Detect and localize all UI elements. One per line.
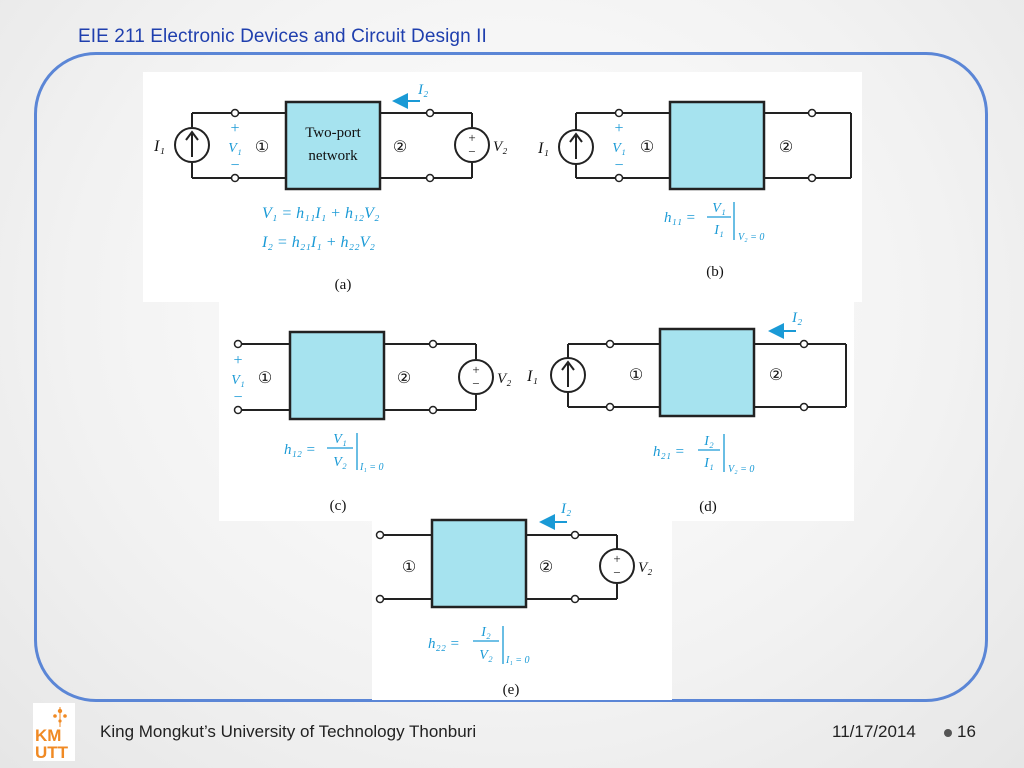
port2-a: ②	[393, 139, 407, 156]
two-port-box-d	[658, 327, 756, 418]
vsrc-plus-c: +	[472, 362, 479, 377]
vsrc-minus-a: −	[468, 144, 475, 159]
minus-a: −	[230, 157, 239, 174]
vsrc-minus-e: −	[613, 565, 620, 580]
h22-num: I₂	[480, 625, 491, 640]
footer-date: 11/17/2014	[832, 722, 916, 741]
h12-num: V₁	[333, 432, 346, 447]
vsrc-plus-a: +	[468, 130, 475, 145]
h21-num: I₂	[703, 434, 714, 449]
minus-c: −	[233, 389, 242, 406]
caption-a: (a)	[335, 277, 352, 293]
footer-institution: King Mongkut’s University of Technology …	[100, 722, 477, 741]
port2-b: ②	[779, 139, 793, 156]
vsrc-minus-c: −	[472, 376, 479, 391]
h11-cond: V₂ = 0	[738, 232, 764, 243]
label-V1-b: V₁	[612, 141, 625, 156]
port2-d: ②	[769, 367, 783, 384]
voltage-source-icon	[458, 359, 494, 395]
h11-den: I₁	[713, 223, 724, 238]
plus-c: +	[233, 352, 242, 369]
port1-a: ①	[255, 139, 269, 156]
label-I1-a: I₁	[153, 138, 165, 155]
h22-den: V₂	[479, 648, 493, 663]
slide-title: EIE 211 Electronic Devices and Circuit D…	[78, 26, 487, 47]
label-I1-d: I₁	[526, 368, 538, 385]
two-port-box-b	[668, 100, 766, 191]
caption-b: (b)	[706, 264, 724, 280]
minus-b: −	[614, 157, 623, 174]
label-I2-a: I₂	[417, 82, 428, 98]
university-logo: KM UTT	[33, 703, 75, 761]
plus-a: +	[230, 120, 239, 137]
port2-e: ②	[539, 559, 553, 576]
label-I2-e: I₂	[560, 501, 571, 517]
caption-c: (c)	[330, 498, 347, 514]
label-V2-a: V₂	[493, 139, 507, 155]
h11-num: V₁	[712, 201, 725, 216]
h22-lhs: h₂₂ =	[428, 636, 460, 652]
voltage-source-icon	[599, 548, 635, 584]
voltage-source-icon	[454, 127, 490, 163]
port1-c: ①	[258, 370, 272, 387]
h22-cond: I₁ = 0	[505, 655, 530, 666]
h12-lhs: h₁₂ =	[284, 442, 316, 458]
box-label-line2: network	[308, 148, 358, 164]
caption-d: (d)	[699, 499, 717, 515]
vsrc-plus-e: +	[613, 551, 620, 566]
port1-e: ①	[402, 559, 416, 576]
label-V1-c: V₁	[231, 373, 244, 388]
two-port-box-c	[288, 330, 386, 421]
two-port-box-a	[284, 100, 382, 191]
h21-lhs: h₂₁ =	[653, 444, 685, 460]
port1-b: ①	[640, 139, 654, 156]
h21-cond: V₂ = 0	[728, 464, 754, 475]
port1-d: ①	[629, 367, 643, 384]
plus-b: +	[614, 120, 623, 137]
h12-den: V₂	[333, 455, 347, 470]
logo-text-top: KM	[35, 726, 61, 745]
port2-c: ②	[397, 370, 411, 387]
logo-text-bottom: UTT	[35, 743, 69, 761]
caption-e: (e)	[503, 682, 520, 698]
equation-i2: I₂ = h₂₁I₁ + h₂₂V₂	[261, 234, 375, 251]
box-label-line1: Two-port	[305, 125, 361, 141]
h21-den: I₁	[703, 456, 714, 471]
equation-v1: V₁ = h₁₁I₁ + h₁₂V₂	[262, 205, 380, 222]
footer-separator-dot	[944, 729, 952, 737]
h12-cond: I₁ = 0	[359, 462, 384, 473]
label-I1-b: I₁	[537, 140, 549, 157]
page-number: 16	[957, 722, 976, 741]
label-V2-e: V₂	[638, 560, 652, 576]
h11-lhs: h₁₁ =	[664, 210, 696, 226]
two-port-box-e	[430, 518, 528, 609]
content-frame	[34, 52, 988, 702]
label-I2-d: I₂	[791, 310, 802, 326]
label-V2-c: V₂	[497, 371, 511, 387]
label-V1-a: V₁	[228, 141, 241, 156]
